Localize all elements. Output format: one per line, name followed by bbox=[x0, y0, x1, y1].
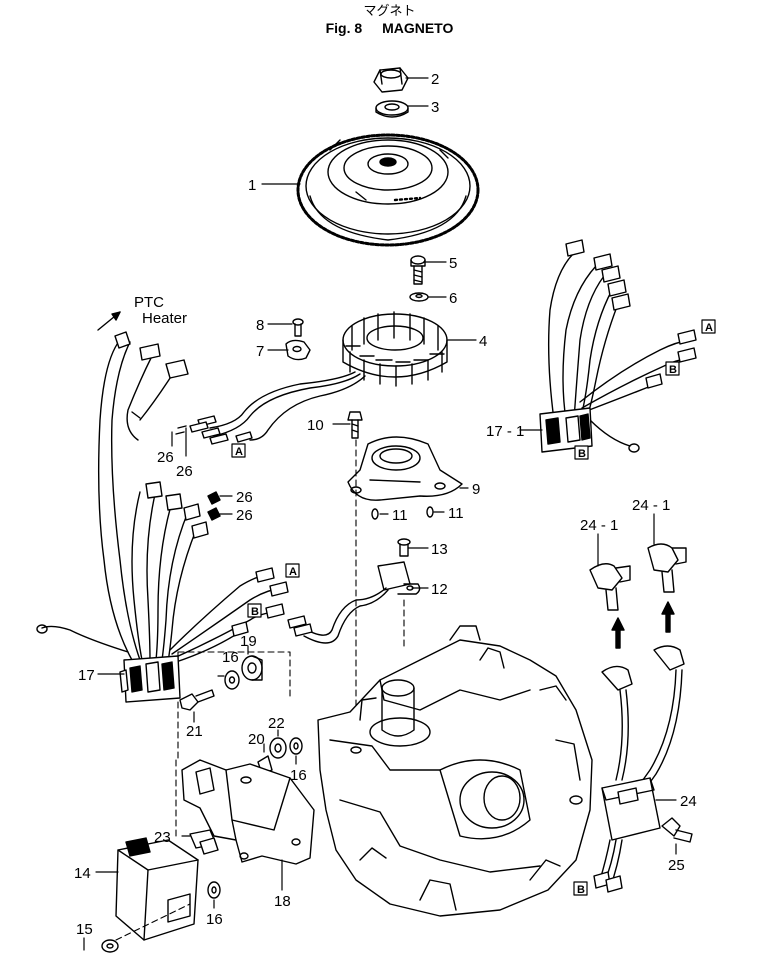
part-washer-stator bbox=[409, 292, 429, 302]
box-letter-a-2: A bbox=[289, 566, 297, 578]
part-washer bbox=[375, 100, 409, 118]
part-nut bbox=[373, 67, 409, 93]
right-wiring-harness bbox=[539, 239, 697, 453]
callout-19: 19 bbox=[240, 633, 257, 650]
part-stator-coil bbox=[342, 311, 448, 387]
part-washer-16-upper bbox=[224, 670, 240, 690]
part-pulser-coil bbox=[287, 561, 421, 644]
japanese-title: マグネト bbox=[363, 4, 416, 19]
callout-11-right: 11 bbox=[448, 505, 464, 522]
callout-8: 8 bbox=[256, 317, 264, 334]
figure-header: マグネト Fig. 8 MAGNETO bbox=[0, 4, 779, 36]
callout-12: 12 bbox=[431, 581, 448, 598]
callout-16-mid: 16 bbox=[290, 767, 307, 784]
alignment-dashed-lines bbox=[177, 439, 405, 761]
part-grommet-22 bbox=[269, 737, 287, 759]
callout-26-c: 26 bbox=[236, 489, 253, 506]
part-plug-cap-left bbox=[589, 563, 631, 611]
part-bolt-base bbox=[347, 411, 363, 439]
box-letter-a-1: A bbox=[235, 446, 243, 458]
callout-4: 4 bbox=[479, 333, 487, 350]
callout-6: 6 bbox=[449, 290, 457, 307]
callout-10: 10 bbox=[307, 417, 324, 434]
part-washer-16-mid bbox=[289, 737, 303, 755]
callout-24-1-right: 24 - 1 bbox=[632, 497, 670, 514]
callout-11-left: 11 bbox=[392, 507, 408, 524]
part-bolt-21 bbox=[179, 689, 215, 711]
callout-24-1-left: 24 - 1 bbox=[580, 517, 618, 534]
stator-harness-wires bbox=[175, 371, 366, 445]
box-letter-b-1: B bbox=[251, 606, 259, 618]
callout-5: 5 bbox=[449, 255, 457, 272]
part-cdi-bracket bbox=[181, 759, 315, 865]
direction-arrows bbox=[97, 311, 675, 649]
callout-22: 22 bbox=[268, 715, 285, 732]
box-letter-b-4: B bbox=[577, 884, 585, 896]
callout-23: 23 bbox=[154, 829, 171, 846]
callout-16-upper: 16 bbox=[222, 649, 239, 666]
part-washer-16-lower bbox=[207, 881, 221, 899]
callout-21: 21 bbox=[186, 723, 203, 740]
part-pulser-base bbox=[347, 436, 463, 501]
alignment-dashed-lines-lower bbox=[115, 759, 191, 941]
part-grommet bbox=[241, 655, 263, 681]
part-bolt-25 bbox=[661, 817, 693, 843]
left-wiring-harness bbox=[36, 331, 289, 663]
callout-25: 25 bbox=[668, 857, 685, 874]
callout-15: 15 bbox=[76, 921, 93, 938]
engine-cylinder-block bbox=[317, 625, 593, 917]
part-bolt-stator bbox=[410, 255, 426, 285]
part-washer-15 bbox=[101, 939, 119, 953]
box-letter-b-2: B bbox=[669, 364, 677, 376]
part-ignition-coil bbox=[593, 645, 685, 893]
figure-number: Fig. 8 bbox=[325, 20, 363, 36]
callout-16-lower: 16 bbox=[206, 911, 223, 928]
callout-24: 24 bbox=[680, 793, 697, 810]
callout-13: 13 bbox=[431, 541, 448, 558]
ptc-label: PTC bbox=[134, 294, 164, 311]
figure-title: MAGNETO bbox=[382, 20, 454, 36]
callout-1: 1 bbox=[248, 177, 256, 194]
callout-26-d: 26 bbox=[236, 507, 253, 524]
callout-14: 14 bbox=[74, 865, 91, 882]
callout-9: 9 bbox=[472, 481, 480, 498]
part-plug-cap-right bbox=[647, 543, 687, 593]
callout-26-a: 26 bbox=[157, 449, 174, 466]
figure-title-line: Fig. 8 MAGNETO bbox=[0, 20, 779, 36]
part-connector-block-17 bbox=[119, 655, 181, 703]
callout-17: 17 bbox=[78, 667, 95, 684]
box-letter-a-3: A bbox=[705, 322, 713, 334]
part-flywheel bbox=[296, 133, 480, 247]
part-bolt-pulser bbox=[397, 538, 411, 557]
callout-7: 7 bbox=[256, 343, 264, 360]
part-clamp bbox=[285, 339, 311, 361]
part-o-rings bbox=[371, 506, 434, 520]
box-letter-b-3: B bbox=[578, 448, 586, 460]
part-screw-clamp bbox=[292, 318, 304, 337]
heater-label: Heater bbox=[142, 310, 187, 327]
callout-20: 20 bbox=[248, 731, 265, 748]
part-rubber-23 bbox=[189, 829, 219, 855]
callout-2: 2 bbox=[431, 71, 439, 88]
callout-leader-lines bbox=[83, 77, 677, 951]
callout-18: 18 bbox=[274, 893, 291, 910]
reference-box-letters bbox=[231, 319, 716, 896]
callout-3: 3 bbox=[431, 99, 439, 116]
part-cdi-unit bbox=[115, 837, 199, 941]
callout-26-b: 26 bbox=[176, 463, 193, 480]
part-connector-terminals bbox=[207, 491, 221, 521]
callout-17-1: 17 - 1 bbox=[486, 423, 524, 440]
